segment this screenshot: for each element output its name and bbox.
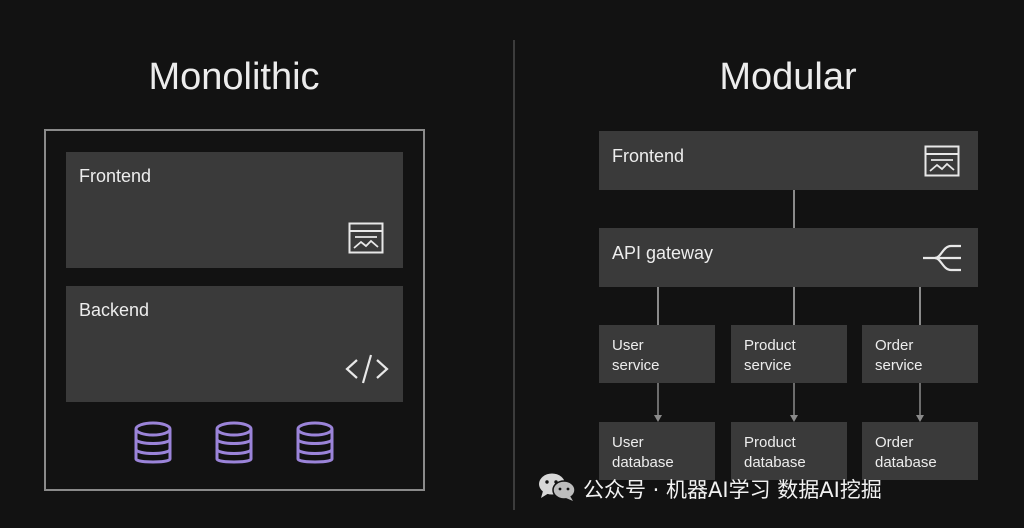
monolithic-title: Monolithic xyxy=(148,56,320,98)
order-service-line1: Order xyxy=(875,337,914,354)
code-icon xyxy=(344,352,390,386)
database-icon xyxy=(295,421,335,467)
product-service-label: Product service xyxy=(744,336,796,376)
connector-frontend-gateway xyxy=(793,190,795,228)
order-service-line2: service xyxy=(875,357,923,374)
api-gateway-label: API gateway xyxy=(612,243,714,263)
browser-window-icon xyxy=(924,145,960,177)
monolithic-container xyxy=(44,129,425,491)
connector-gateway-product xyxy=(793,287,795,325)
product-service-line2: service xyxy=(744,357,792,374)
product-service-box: Product service xyxy=(731,325,847,383)
product-database-label: Product database xyxy=(744,433,806,473)
user-service-line2: service xyxy=(612,357,660,374)
order-service-box: Order service xyxy=(862,325,978,383)
split-arrows-icon xyxy=(921,242,963,274)
monolithic-backend-box: Backend xyxy=(66,286,403,402)
arrow-order-service-database xyxy=(914,383,926,423)
connector-gateway-order xyxy=(919,287,921,325)
modular-title: Modular xyxy=(719,56,857,98)
watermark-text: 公众号 · 机器AI学习 数据AI挖掘 xyxy=(583,478,882,502)
user-service-line1: User xyxy=(612,337,644,354)
product-database-line1: Product xyxy=(744,434,796,451)
monolithic-frontend-box: Frontend xyxy=(66,152,403,268)
database-icon xyxy=(133,421,173,467)
monolithic-backend-label: Backend xyxy=(79,300,150,320)
user-service-label: User service xyxy=(612,336,660,376)
connector-gateway-user xyxy=(657,287,659,325)
modular-frontend-box: Frontend xyxy=(599,131,978,190)
order-service-label: Order service xyxy=(875,336,923,376)
product-database-line2: database xyxy=(744,454,806,471)
order-database-line2: database xyxy=(875,454,937,471)
order-database-line1: Order xyxy=(875,434,914,451)
api-gateway-box: API gateway xyxy=(599,228,978,287)
order-database-box: Order database xyxy=(862,422,978,480)
user-database-line2: database xyxy=(612,454,674,471)
browser-window-icon xyxy=(348,222,384,254)
user-database-label: User database xyxy=(612,433,674,473)
product-database-box: Product database xyxy=(731,422,847,480)
wechat-icon xyxy=(537,471,577,503)
monolithic-frontend-label: Frontend xyxy=(79,166,152,186)
product-service-line1: Product xyxy=(744,337,796,354)
user-database-box: User database xyxy=(599,422,715,480)
user-database-line1: User xyxy=(612,434,644,451)
modular-frontend-label: Frontend xyxy=(612,146,685,166)
arrow-user-service-database xyxy=(652,383,664,423)
center-divider xyxy=(513,40,515,510)
user-service-box: User service xyxy=(599,325,715,383)
order-database-label: Order database xyxy=(875,433,937,473)
arrow-product-service-database xyxy=(788,383,800,423)
database-icon xyxy=(214,421,254,467)
